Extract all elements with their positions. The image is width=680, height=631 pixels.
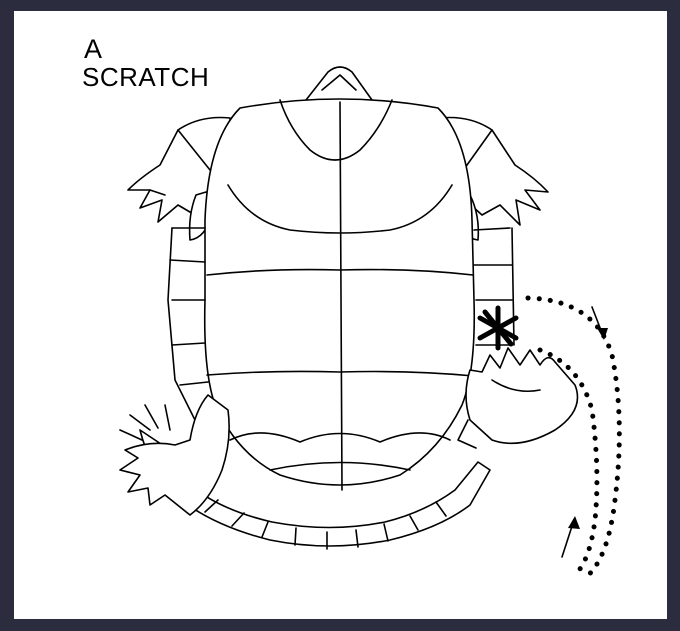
arrow-icon xyxy=(562,516,580,557)
left-hindlimb xyxy=(120,395,229,515)
arrow-icon xyxy=(592,307,608,340)
right-hindlimb xyxy=(458,348,578,448)
carapace xyxy=(205,99,475,485)
scratch-trajectory-outer xyxy=(528,298,619,578)
asterisk-icon xyxy=(480,308,516,348)
